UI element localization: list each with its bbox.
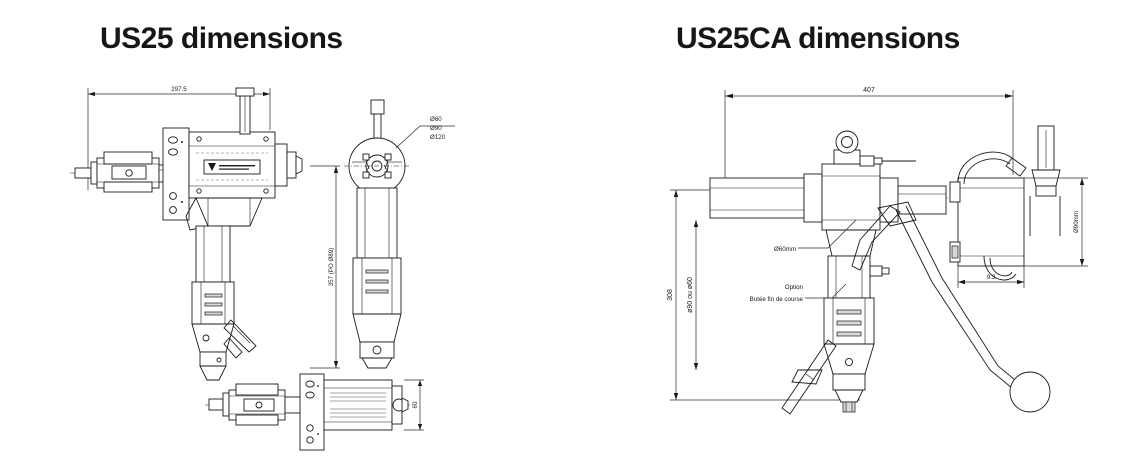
callout-d90: Ø90 (430, 125, 442, 132)
brand-logo-badge (203, 159, 261, 175)
callout-end-stop: Option Butée fin de course (750, 283, 847, 303)
dimension-ca-clamp-offset: 9.3 (957, 266, 1025, 288)
callout-d60: Ø60 (430, 116, 442, 123)
dimension-ca-mount-range: ø90 ou ø60 (687, 220, 699, 370)
dimension-ca-overall-length-label: 407 (863, 87, 875, 94)
dimension-ca-mount-range-label: ø90 ou ø60 (687, 277, 694, 313)
view-front-elevation (344, 99, 455, 370)
us25ca-svg: 407 308 ø90 ou ø60 (667, 87, 1088, 415)
dimension-plan-width: 60 (404, 379, 424, 431)
callout-d120: Ø120 (430, 134, 446, 141)
view-bottom-plan (205, 373, 415, 451)
us25-svg: 297.5 (70, 86, 455, 451)
us25ca-drawing-panel: 407 308 ø90 ou ø60 (560, 70, 1130, 461)
dimension-overall-length-label: 297.5 (171, 86, 187, 93)
dimension-ca-clamp-diameter-label: Ø90mm (1073, 211, 1080, 233)
dimension-ca-clamp-offset-label: 9.3 (987, 274, 996, 281)
dimension-ca-overall-height: 308 (667, 190, 679, 400)
view-side-elevation (70, 87, 303, 381)
dimension-ca-overall-length: 407 (724, 87, 1014, 190)
callout-end-stop-text: Butée fin de course (750, 296, 804, 303)
view-ca-elevation: Ø90mm 9.3 (709, 125, 1088, 415)
callout-option-label: Option (785, 284, 804, 291)
us25-drawing-panel: 297.5 (0, 70, 560, 461)
dimension-ca-clamp-diameter: Ø90mm (1024, 177, 1088, 267)
dimension-overall-height: 357 (PO Ø89) (310, 165, 340, 369)
page-title-us25ca: US25CA dimensions (676, 22, 960, 55)
callout-spindle-bore-label: Ø60mm (774, 246, 796, 253)
diameter-callouts: Ø60 Ø90 Ø120 (430, 116, 446, 141)
callout-spindle-bore: Ø60mm (774, 219, 857, 253)
dimension-plan-width-label: 60 (412, 401, 419, 408)
page-title-us25: US25 dimensions (100, 22, 343, 55)
dimension-ca-overall-height-label: 308 (667, 289, 674, 301)
dimension-overall-height-label: 357 (PO Ø89) (328, 248, 335, 287)
